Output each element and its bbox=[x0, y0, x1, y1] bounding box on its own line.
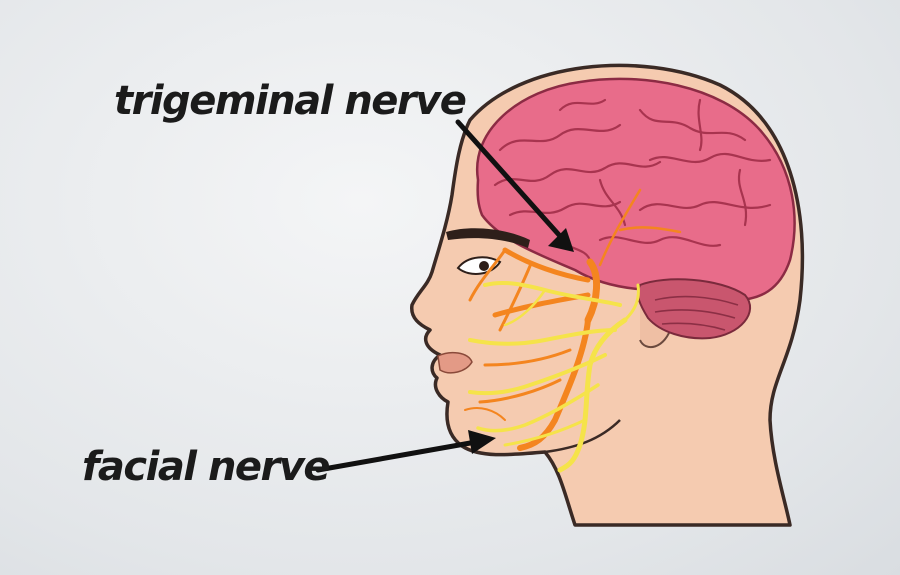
pupil bbox=[479, 261, 489, 271]
trigeminal-nerve-label: trigeminal nerve bbox=[114, 78, 465, 124]
facial-nerve-label: facial nerve bbox=[82, 444, 329, 490]
